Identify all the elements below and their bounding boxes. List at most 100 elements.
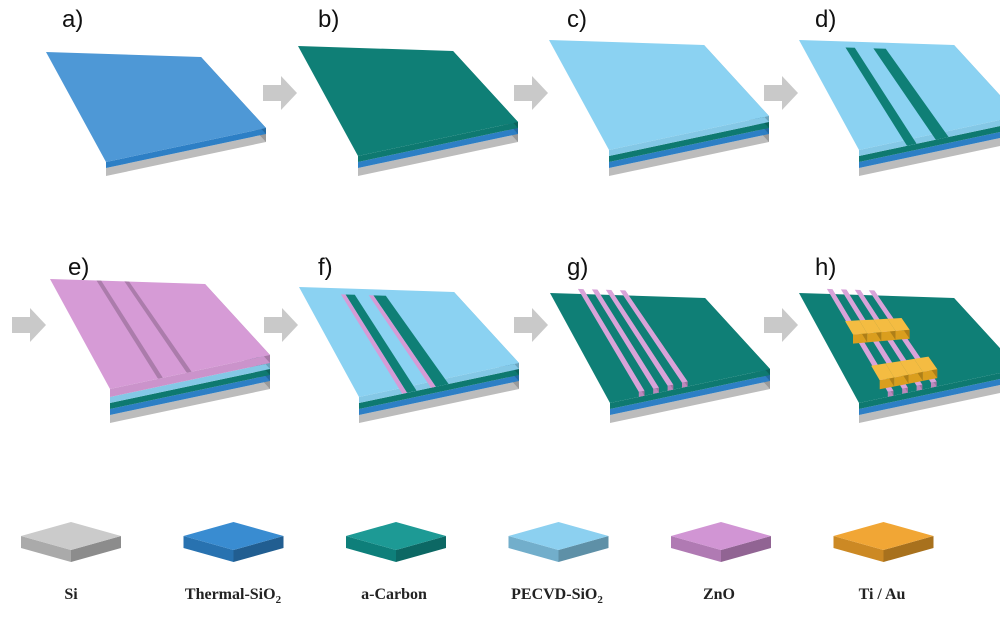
legend-label-thermal-sio2: Thermal-SiO2	[184, 586, 282, 607]
process-arrow-icon	[514, 76, 548, 110]
step-block-h	[799, 288, 1000, 423]
si-layer-front	[110, 381, 270, 423]
au-pad-top	[885, 361, 909, 378]
legend-block-4	[671, 522, 771, 562]
si-layer-front	[609, 134, 769, 176]
step-label-c: c)	[567, 6, 587, 33]
legend-block-2	[346, 522, 446, 562]
zno-line-0-top	[577, 288, 645, 392]
si-layer-front	[610, 381, 770, 423]
zno-notch-1	[124, 281, 192, 373]
step-label-b: b)	[318, 6, 340, 33]
legend-block-1	[183, 522, 284, 562]
carbon-layer-front	[358, 122, 518, 162]
thermal-layer-front	[106, 128, 266, 168]
step-block-b	[298, 46, 518, 176]
zno-line-1-top	[591, 289, 659, 389]
zno-layer-front	[110, 355, 270, 397]
pecvd-top	[549, 40, 769, 150]
legend-block-top	[833, 522, 934, 550]
au-pad-top	[871, 363, 895, 381]
au-pad-top	[887, 318, 910, 331]
step-label-h: h)	[815, 254, 837, 281]
arrow-shape-6	[764, 308, 798, 342]
legend-label-a-carbon: a-Carbon	[361, 586, 427, 603]
legend-block-top	[508, 522, 609, 550]
legend-block-5	[833, 522, 934, 562]
process-arrow-icon	[514, 308, 548, 342]
au-pad-top	[914, 356, 938, 372]
legend-block-front	[21, 536, 71, 562]
si-layer-front	[859, 138, 1000, 176]
pecvd-layer-front	[609, 116, 769, 156]
au-pad-top	[899, 358, 923, 375]
carbon-layer-front	[359, 369, 519, 409]
process-arrow-icon	[12, 308, 46, 342]
legend-block-top	[21, 522, 121, 550]
legend-block-front	[833, 536, 884, 562]
carbon-top	[298, 46, 518, 156]
thermal-layer-front	[358, 128, 518, 168]
zno-line-3-top	[619, 290, 688, 383]
carbon-layer-front	[610, 369, 770, 409]
zno-notch-0	[96, 280, 163, 379]
trench-1	[373, 295, 449, 387]
thermal-top	[46, 52, 266, 162]
legend-block-top	[671, 522, 771, 550]
pecvd-top	[799, 40, 1000, 150]
legend-block-side	[396, 536, 446, 562]
pecvd-layer-front	[859, 120, 1000, 156]
carbon-layer-front	[859, 373, 1000, 409]
carbon-layer-front	[609, 122, 769, 162]
trench-1	[873, 48, 949, 140]
thermal-layer-front	[359, 375, 519, 415]
process-arrow-icon	[764, 308, 798, 342]
thermal-layer-front	[859, 132, 1000, 168]
step-label-a: a)	[62, 6, 84, 33]
step-label-d: d)	[815, 6, 837, 33]
legend-block-front	[346, 536, 396, 562]
legend-block-side	[558, 536, 609, 562]
trench-0	[845, 47, 917, 146]
si-layer-front	[859, 385, 1000, 423]
zno-liner-1	[368, 295, 436, 388]
arrow-shape-5	[514, 308, 548, 342]
process-arrow-icon	[264, 308, 298, 342]
legend-label-si: Si	[64, 586, 78, 603]
step-block-g	[550, 288, 770, 423]
legend-block-front	[671, 536, 721, 562]
step-label-f: f)	[318, 254, 333, 281]
legend-block-3	[508, 522, 609, 562]
zno-liner-0	[340, 294, 407, 394]
legend-block-side	[883, 536, 934, 562]
process-arrow-icon	[764, 76, 798, 110]
si-layer-front	[359, 381, 519, 423]
carbon-layer-front	[859, 126, 1000, 162]
step-block-e	[50, 279, 270, 423]
arrow-shape-0	[263, 76, 297, 110]
step-block-a	[46, 52, 266, 176]
carbon-layer-front	[110, 369, 270, 409]
si-layer-front	[358, 134, 518, 176]
thermal-layer-front	[610, 375, 770, 415]
legend-block-top	[183, 522, 284, 550]
step-label-e: e)	[68, 254, 90, 281]
au-pad-top	[859, 319, 882, 334]
step-block-f	[299, 287, 519, 423]
arrow-shape-4	[264, 308, 298, 342]
legend-block-top	[346, 522, 446, 550]
zno-line-2-top	[605, 289, 674, 386]
arrow-shape-3	[12, 308, 46, 342]
legend-block-side	[233, 536, 284, 562]
trench-0	[345, 294, 417, 393]
au-pad-top	[873, 318, 896, 333]
thermal-layer-front	[609, 128, 769, 168]
step-label-g: g)	[567, 254, 589, 281]
pecvd-layer-front	[110, 363, 270, 403]
legend-block-front	[183, 536, 234, 562]
thermal-layer-front	[859, 379, 1000, 415]
step-block-d	[799, 40, 1000, 176]
legend-block-side	[71, 536, 121, 562]
